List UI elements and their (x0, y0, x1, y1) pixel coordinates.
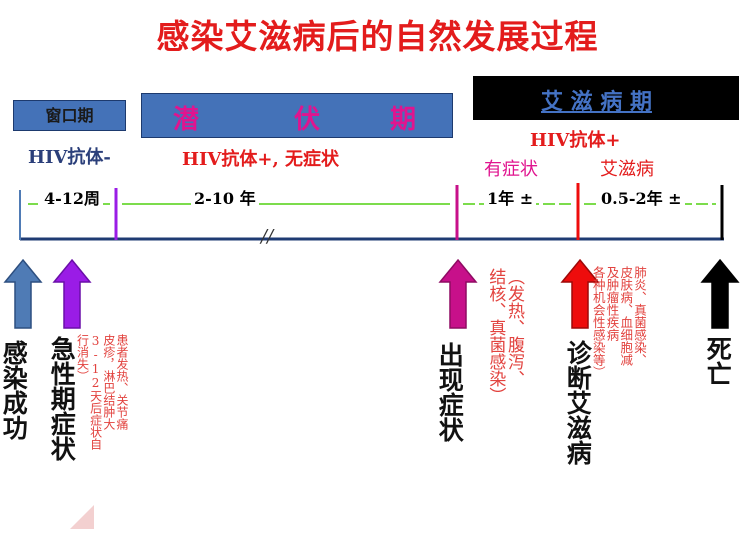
event-acute: 急性期症状 (47, 336, 77, 461)
up-arrow-icon (438, 258, 478, 329)
duration-label-1: 4-12周 (41, 187, 104, 211)
note-diagnosis-line-4: 各种机会性感染等） (590, 266, 606, 379)
status-aids: HIV抗体+ (530, 130, 621, 151)
duration-label-4: 0.5-2年 ± (598, 187, 685, 211)
event-infection: 感染成功 (0, 340, 29, 440)
timeline-break-mark: // (261, 226, 274, 247)
event-symptoms: 出现症状 (435, 342, 465, 442)
phase-latent-char-3: 期 (390, 105, 417, 135)
note-acute-line-2: 皮疹，淋巴结肿大 (101, 334, 116, 430)
phase-latent-char-1: 潜 (173, 105, 200, 135)
up-arrow-icon (560, 258, 600, 329)
up-arrow-icon (3, 258, 43, 329)
note-symptoms-line-1: （发热、腹泻、 (504, 268, 524, 387)
status-window: HIV抗体- (28, 147, 111, 168)
up-arrow-icon (52, 258, 92, 329)
duration-label-2: 2-10 年 (191, 187, 259, 211)
event-death: 死亡 (703, 336, 733, 386)
note-acute-line-3: 3-12天后症状自 (88, 334, 103, 450)
note-diagnosis: 肺炎、真菌感染、 皮肤病、血细胞减 及肿瘤性疾病 各种机会性感染等） (591, 266, 647, 502)
note-diagnosis-line-2: 皮肤病、血细胞减 (618, 266, 634, 366)
note-diagnosis-line-3: 及肿瘤性疾病 (604, 266, 620, 341)
event-diagnosis: 诊断艾滋病 (563, 340, 593, 465)
duration-label-3: 1年 ± (484, 187, 537, 211)
page-title: 感染艾滋病后的自然发展过程 (156, 17, 599, 56)
note-acute-line-1: 患者发热、关节痛 (115, 334, 129, 430)
note-acute: 患者发热、关节痛 皮疹，淋巴结肿大 3-12天后症状自 行消失） (75, 334, 129, 530)
note-symptoms: （发热、腹泻、 结核、真菌感染） (481, 268, 524, 478)
note-acute-line-4: 行消失） (75, 334, 90, 382)
timeline (19, 183, 724, 241)
phase-window-box: 窗口期 (13, 100, 126, 131)
phase-latent-char-2: 伏 (294, 105, 321, 135)
status-symptomatic: 有症状 (484, 159, 538, 180)
status-aids-sub: 艾滋病 (600, 159, 654, 180)
note-symptoms-line-2: 结核、真菌感染） (485, 268, 506, 404)
note-corner-decoration (70, 505, 94, 529)
status-latent: HIV抗体+, 无症状 (182, 149, 340, 170)
phase-aids-label: 艾 滋 病 期 (541, 89, 652, 115)
phase-aids-box: 艾 滋 病 期 (473, 76, 739, 120)
up-arrow-icon (700, 258, 740, 329)
note-diagnosis-line-1: 肺炎、真菌感染、 (632, 266, 647, 366)
phase-latent-box: 潜 伏 期 (141, 93, 453, 138)
